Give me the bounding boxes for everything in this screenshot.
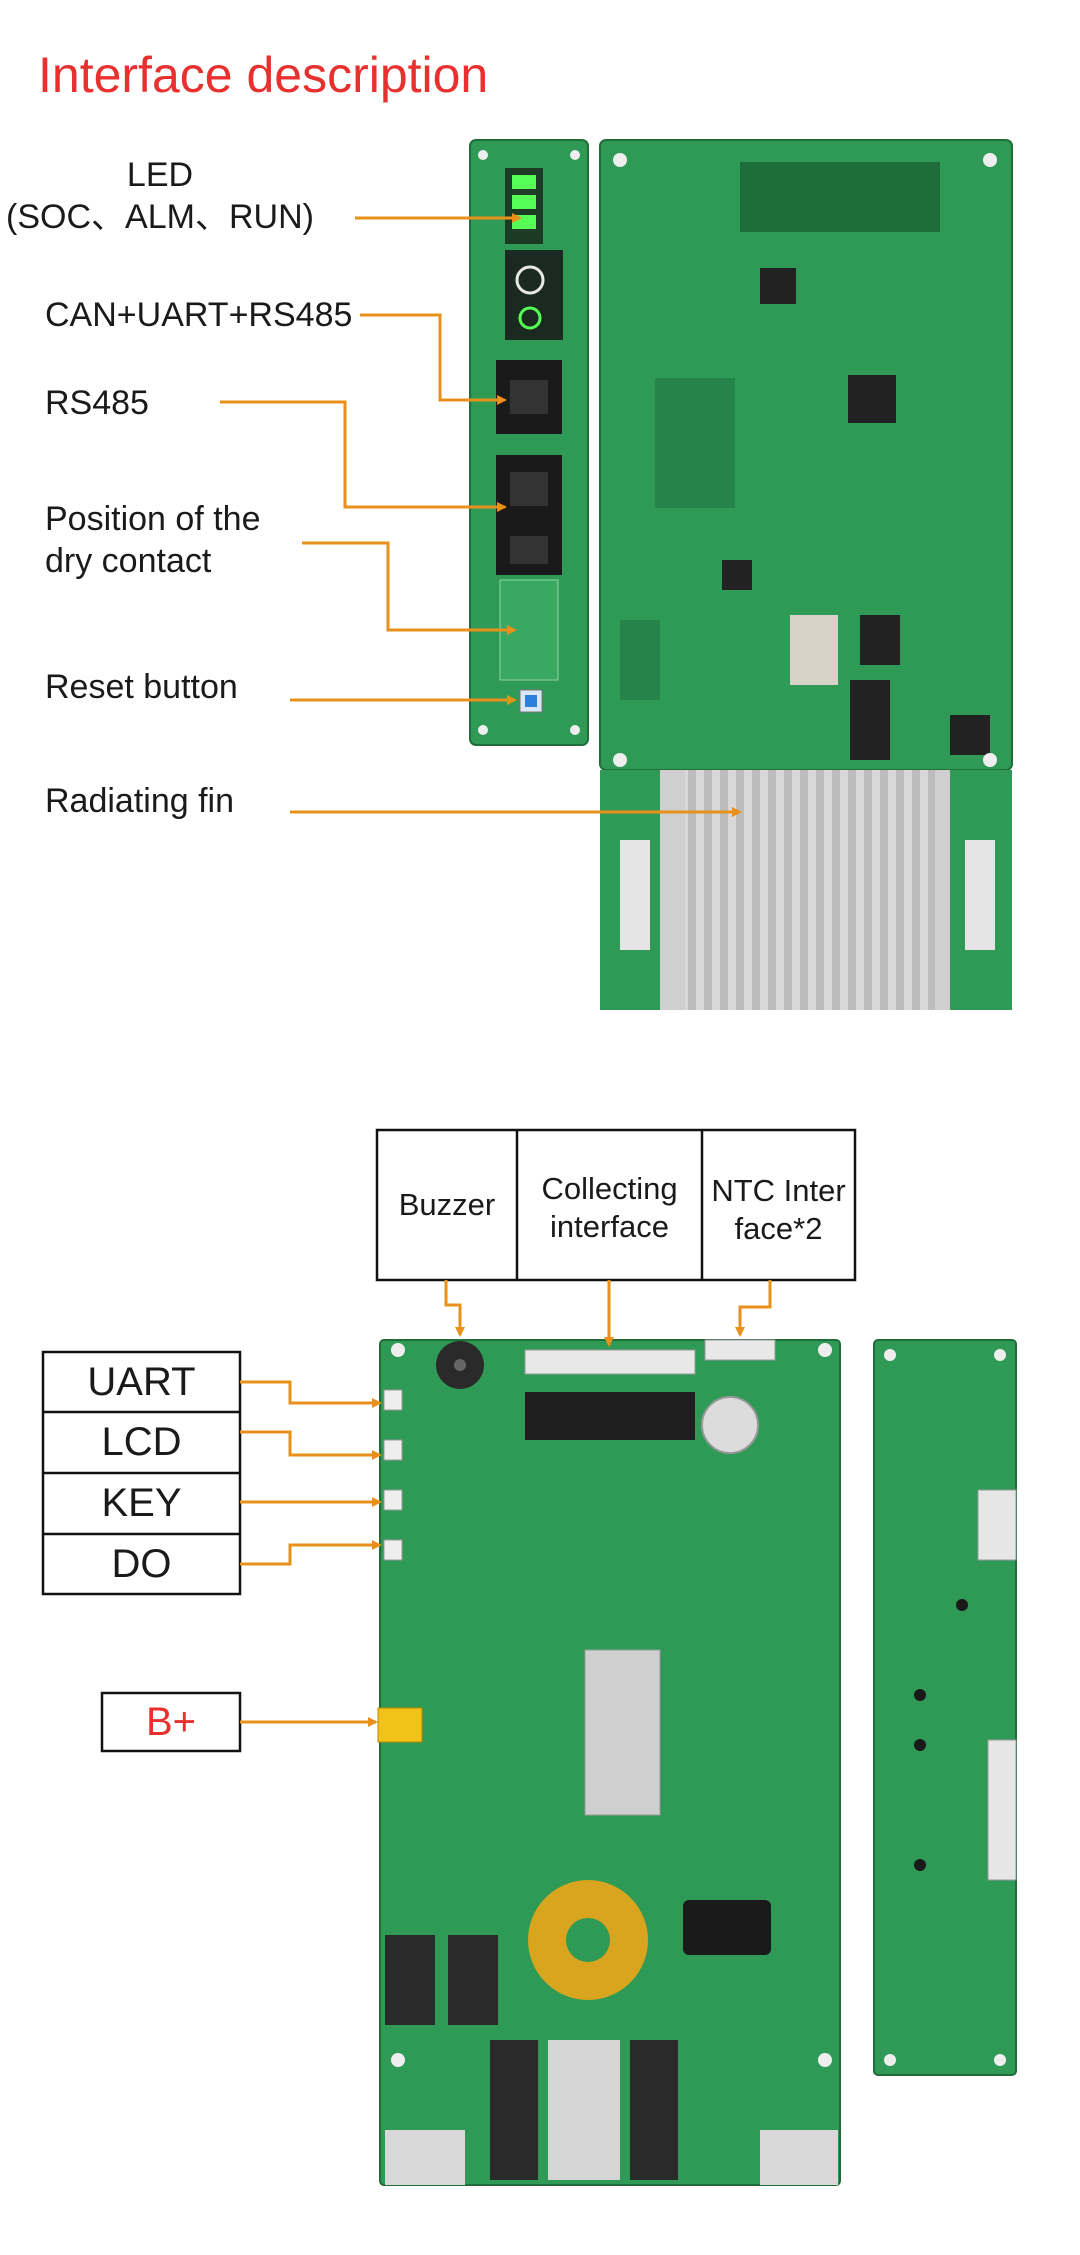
label-collecting-line1: Collecting	[541, 1171, 678, 1206]
label-ntc-block: NTC Inter face*2	[702, 1172, 855, 1248]
radiating-fin	[600, 770, 1012, 1010]
page-title: Interface description	[38, 47, 489, 103]
arrow-ntc	[735, 1280, 772, 1337]
arrow-uart	[240, 1380, 382, 1408]
label-buzzer: Buzzer	[398, 1187, 496, 1222]
label-dry-contact-line2: dry contact	[45, 542, 212, 580]
main-board-bottom	[377, 1339, 841, 2186]
bplus-connector	[377, 1707, 423, 1743]
arrow-lcd	[240, 1430, 382, 1460]
label-dry-contact-line1: Position of the	[45, 500, 261, 538]
arrow-do	[240, 1540, 382, 1566]
arrow-buzzer	[444, 1280, 465, 1337]
bottom-arrows	[240, 1280, 772, 1727]
front-panel-board	[469, 139, 589, 746]
label-reset-button: Reset button	[45, 668, 238, 706]
collecting-connector	[524, 1349, 696, 1375]
label-uart: UART	[87, 1360, 196, 1404]
top-label-boxes	[375, 1128, 857, 1282]
label-ntc-line1: NTC Inter	[711, 1173, 846, 1208]
ntc-connectors	[704, 1339, 776, 1361]
left-label-boxes	[41, 1350, 242, 1753]
label-lcd: LCD	[101, 1420, 182, 1464]
main-board-top	[599, 139, 1013, 771]
side-board	[873, 1339, 1017, 2076]
label-collecting-block: Collecting interface	[517, 1170, 702, 1246]
key-connector	[383, 1489, 403, 1511]
label-ntc-line2: face*2	[734, 1211, 823, 1246]
label-key: KEY	[101, 1481, 182, 1525]
arrow-dry-contact	[302, 541, 517, 635]
arrow-rs485	[220, 400, 507, 512]
arrow-can	[360, 313, 507, 405]
lcd-connector	[383, 1439, 403, 1461]
do-connector	[383, 1539, 403, 1561]
label-can-uart-rs485: CAN+UART+RS485	[45, 296, 353, 334]
label-led: LED	[126, 156, 194, 194]
top-arrows	[220, 213, 742, 817]
label-rs485: RS485	[45, 384, 149, 422]
label-do: DO	[111, 1542, 172, 1586]
label-collecting-line2: interface	[550, 1209, 669, 1244]
label-radiating-fin: Radiating fin	[45, 782, 235, 820]
uart-connector	[383, 1389, 403, 1411]
label-bplus: B+	[145, 1700, 197, 1744]
label-led-sub: (SOC、ALM、RUN)	[6, 198, 314, 236]
